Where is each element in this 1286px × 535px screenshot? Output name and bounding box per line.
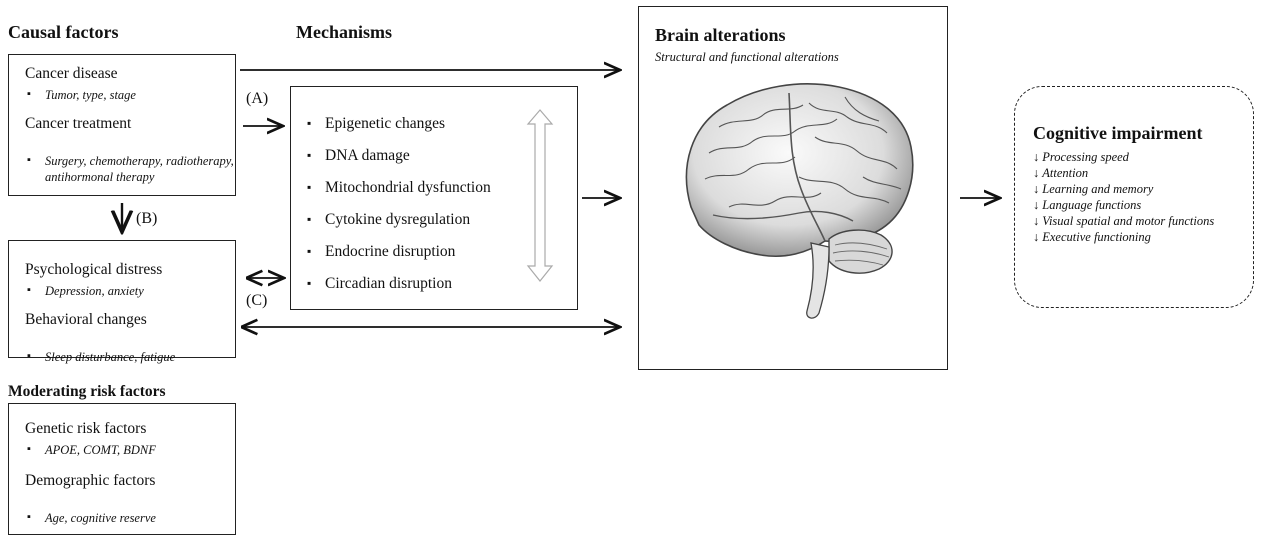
behavioral-changes-detail: Sleep disturbance, fatigue [27,348,253,365]
causal-factors-box: Cancer disease Tumor, type, stage Cancer… [8,54,236,196]
genetic-risk-detail: APOE, COMT, BDNF [27,441,253,458]
label-c: (C) [246,292,268,309]
mechanism-item: DNA damage [307,147,410,165]
psychological-distress-label: Psychological distress [25,261,163,278]
demographic-detail: Age, cognitive reserve [27,509,253,526]
moderating-heading: Moderating risk factors [8,383,166,400]
mechanism-item: Mitochondrial dysfunction [307,179,491,197]
mechanisms-box: Epigenetic changes DNA damage Mitochondr… [290,86,578,310]
cognitive-impairment-list: ↓Processing speed ↓Attention ↓Learning a… [1033,149,1214,245]
genetic-risk-label: Genetic risk factors [25,420,147,437]
bidirectional-hollow-arrow [526,109,554,282]
cognitive-item: ↓Executive functioning [1033,230,1151,244]
mechanisms-heading: Mechanisms [296,22,392,42]
brain-alterations-subtitle: Structural and functional alterations [655,50,839,64]
label-b: (B) [136,210,158,227]
mechanism-item: Cytokine dysregulation [307,211,470,229]
cancer-treatment-detail: Surgery, chemotherapy, radiotherapy, ant… [27,152,241,185]
mechanism-item: Circadian disruption [307,275,452,293]
demographic-label: Demographic factors [25,472,156,489]
cancer-disease-label: Cancer disease [25,65,118,82]
brain-alterations-heading: Brain alterations [655,25,786,45]
brain-illustration [685,83,914,319]
brain-alterations-box: Brain alterations Structural and functio… [638,6,948,370]
cognitive-item: ↓Visual spatial and motor functions [1033,214,1215,228]
cognitive-item: ↓Learning and memory [1033,182,1154,196]
cognitive-item: ↓Language functions [1033,198,1142,212]
label-a: (A) [246,90,269,107]
cognitive-item: ↓Attention [1033,166,1089,180]
cognitive-item: ↓Processing speed [1033,150,1129,164]
causal-factors-heading: Causal factors [8,22,119,42]
cognitive-impairment-box: Cognitive impairment ↓Processing speed ↓… [1014,86,1254,308]
mechanism-item: Endocrine disruption [307,243,455,261]
mechanism-item: Epigenetic changes [307,115,445,133]
behavioral-changes-label: Behavioral changes [25,311,147,328]
psychological-box: Psychological distress Depression, anxie… [8,240,236,364]
cognitive-impairment-heading: Cognitive impairment [1033,123,1203,143]
moderating-box: Genetic risk factors APOE, COMT, BDNF De… [8,403,236,535]
psychological-distress-detail: Depression, anxiety [27,282,253,299]
cancer-treatment-label: Cancer treatment [25,115,132,132]
cancer-disease-detail: Tumor, type, stage [27,86,253,103]
